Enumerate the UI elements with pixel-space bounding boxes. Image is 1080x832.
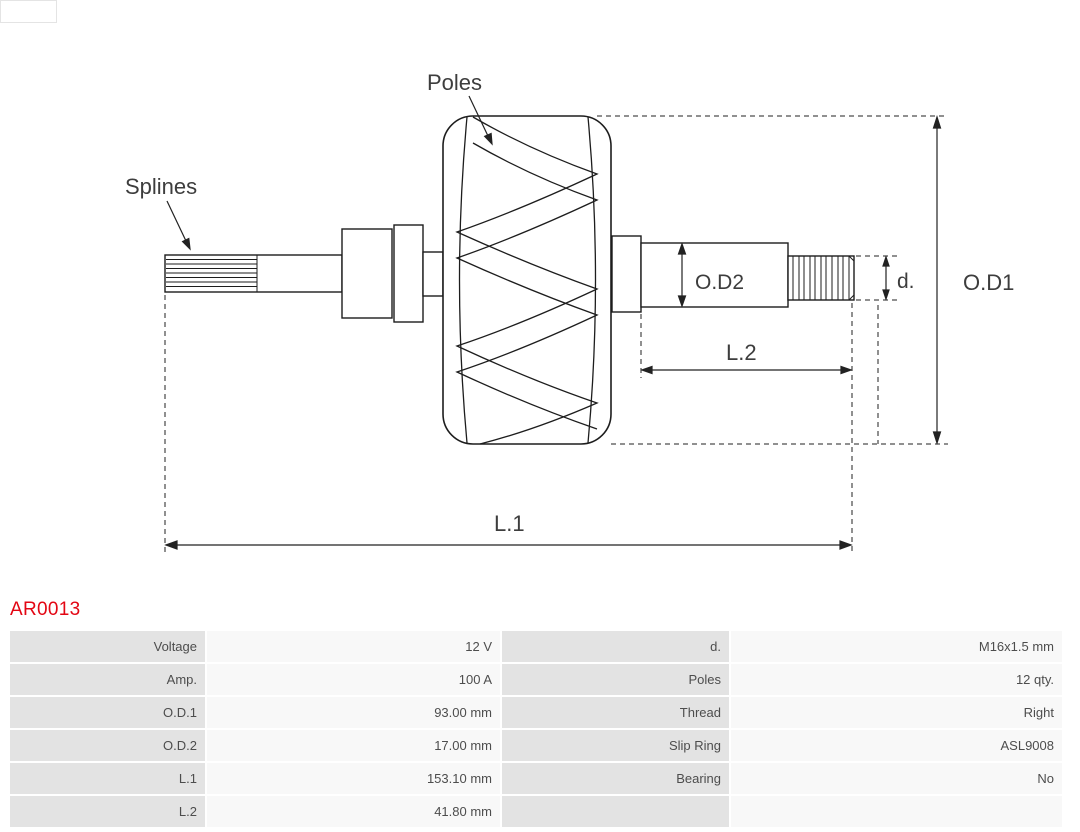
splines-label: Splines [125,174,197,199]
spec-value-cell: Right [731,697,1062,728]
pole-body [442,115,612,445]
spec-label-cell: Bearing [502,763,729,794]
spec-value-cell: 12 qty. [731,664,1062,695]
spec-value-cell: 153.10 mm [207,763,500,794]
splines-leader-line [166,200,187,242]
dimension-l1-label: L.1 [494,511,525,536]
spec-value-cell: 93.00 mm [207,697,500,728]
poles-leader-arrowhead [483,132,493,146]
spec-value-cell: No [731,763,1062,794]
poles-label: Poles [427,70,482,95]
spec-label-cell: Voltage [10,631,205,662]
spec-table: Voltage 12 V d. M16x1.5 mm Amp. 100 A Po… [8,629,1064,829]
spec-label-cell [502,796,729,827]
splines-leader-arrowhead [181,237,191,251]
dimension-od1-label: O.D1 [963,270,1014,295]
spec-label-cell: d. [502,631,729,662]
rotor-outline [164,115,855,445]
spec-value-cell [731,796,1062,827]
spec-row: L.2 41.80 mm [10,796,1062,827]
spec-label-cell: Poles [502,664,729,695]
pole-claws-line-2 [455,142,599,430]
spec-value-cell: 100 A [207,664,500,695]
diagram-labels: Poles Splines O.D2 d. O.D1 L.2 L.1 [125,70,1014,536]
leader-arrows [166,95,493,251]
spec-label-cell: O.D.1 [10,697,205,728]
spline-hatching [166,255,258,292]
dimension-arrows [164,115,942,550]
pole-claws-line-1 [455,116,599,445]
spec-value-cell: 41.80 mm [207,796,500,827]
pole-body-right-arc [587,116,597,444]
spec-row: L.1 153.10 mm Bearing No [10,763,1062,794]
dimension-d-label: d. [897,270,915,293]
spec-row: Voltage 12 V d. M16x1.5 mm [10,631,1062,662]
spec-label-cell: L.1 [10,763,205,794]
spec-label-cell: Thread [502,697,729,728]
extension-lines [164,115,948,553]
spec-label-cell: Amp. [10,664,205,695]
corner-box [0,0,57,23]
rear-shaft [640,242,789,308]
part-number: AR0013 [10,599,81,620]
step-block [611,235,642,313]
pole-claws [455,116,599,445]
diagram-area: Poles Splines O.D2 d. O.D1 L.2 L.1 [125,70,1014,553]
dimension-od2-label: O.D2 [695,271,744,294]
spec-value-cell: 12 V [207,631,500,662]
poles-leader-line [468,95,489,137]
spec-value-cell: 17.00 mm [207,730,500,761]
spec-label-cell: O.D.2 [10,730,205,761]
dimension-l2-label: L.2 [726,340,757,365]
spec-row: Amp. 100 A Poles 12 qty. [10,664,1062,695]
collar-2 [393,224,424,323]
spec-row: O.D.1 93.00 mm Thread Right [10,697,1062,728]
spec-label-cell: L.2 [10,796,205,827]
pole-body-left-arc [458,116,468,444]
spec-value-cell: ASL9008 [731,730,1062,761]
thread-hatching [792,255,855,301]
shaft-neck [422,251,444,297]
spec-value-cell: M16x1.5 mm [731,631,1062,662]
spec-row: O.D.2 17.00 mm Slip Ring ASL9008 [10,730,1062,761]
spec-label-cell: Slip Ring [502,730,729,761]
rotor-diagram: Poles Splines O.D2 d. O.D1 L.2 L.1 [125,70,1014,553]
collar-1 [341,228,393,319]
